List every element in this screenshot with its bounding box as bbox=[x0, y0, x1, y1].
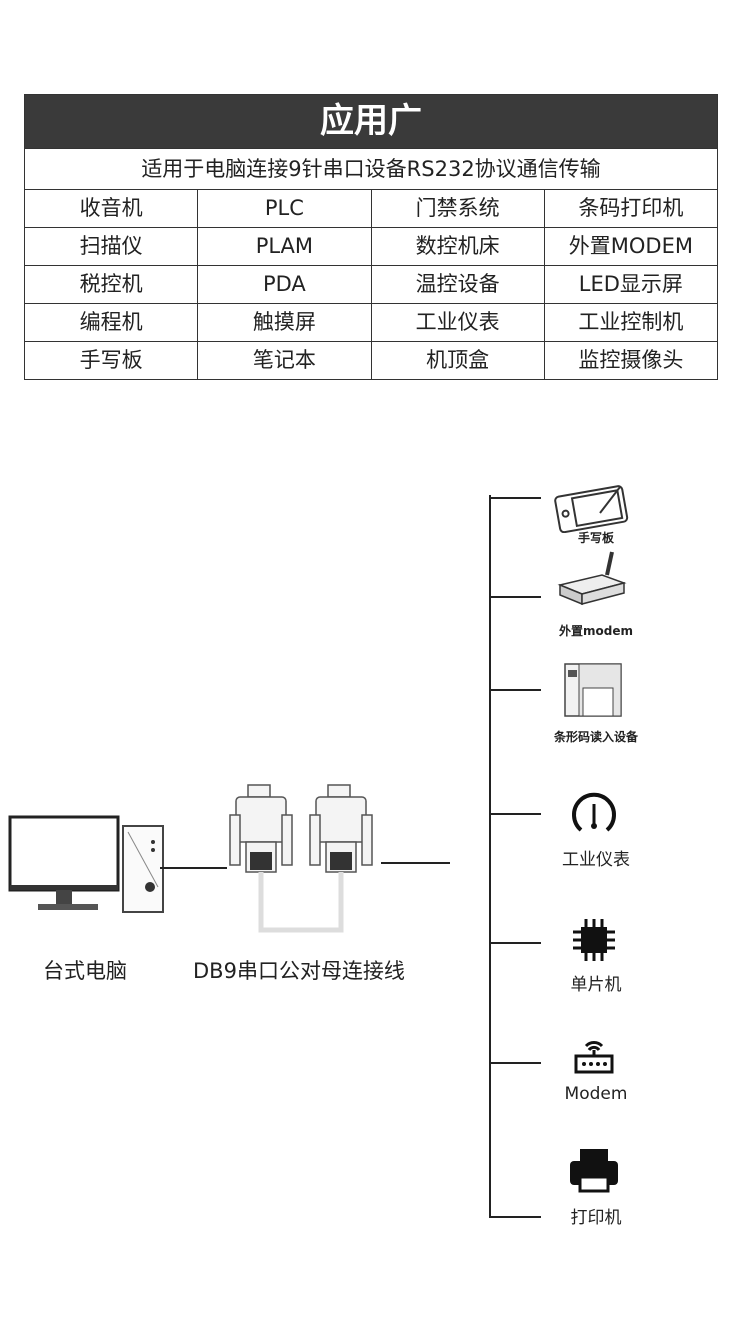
table-subtitle: 适用于电脑连接9针串口设备RS232协议通信传输 bbox=[25, 148, 717, 189]
device-label: 外置modem bbox=[559, 624, 633, 638]
table-cell: 收音机 bbox=[79, 196, 143, 220]
table-cell: 数控机床 bbox=[370, 228, 544, 265]
cable-label: DB9串口公对母连接线 bbox=[193, 959, 405, 983]
table-cell: 机顶盒 bbox=[370, 342, 544, 379]
device-item: 单片机 bbox=[526, 970, 666, 995]
device-label: 手写板 bbox=[577, 531, 614, 545]
table-cell: 工业仪表 bbox=[370, 304, 544, 341]
device-label: 打印机 bbox=[570, 1208, 622, 1228]
router-icon bbox=[524, 1030, 664, 1084]
connector-line bbox=[489, 1062, 541, 1064]
desktop-computer-icon bbox=[8, 815, 164, 913]
device-item: Modem bbox=[526, 1084, 666, 1104]
table-cell: 工业控制机 bbox=[543, 304, 717, 341]
device-item: 外置modem bbox=[526, 620, 666, 639]
pc-label: 台式电脑 bbox=[43, 959, 127, 983]
table-row: 手写板 笔记本机顶盒监控摄像头 bbox=[25, 341, 717, 379]
connector-line bbox=[489, 1216, 541, 1218]
table-cell: 税控机 bbox=[79, 272, 143, 296]
device-item: 工业仪表 bbox=[526, 845, 666, 870]
connector-line bbox=[489, 813, 541, 815]
table-cell: LED显示屏 bbox=[543, 266, 717, 303]
device-item: 条形码读入设备 bbox=[526, 726, 666, 745]
device-label: Modem bbox=[564, 1084, 628, 1104]
connector-line bbox=[489, 689, 541, 691]
connector-line bbox=[381, 862, 450, 864]
device-item: 打印机 bbox=[526, 1203, 666, 1228]
chip-icon bbox=[524, 915, 664, 969]
table-cell: 编程机 bbox=[79, 310, 143, 334]
device-label: 工业仪表 bbox=[562, 850, 630, 870]
connector-line bbox=[160, 867, 227, 869]
gauge-icon bbox=[524, 788, 664, 842]
table-cell: 手写板 bbox=[79, 348, 143, 372]
db9-cable-icon bbox=[229, 784, 373, 933]
table-cell: PDA bbox=[197, 266, 370, 303]
device-item: 手写板 bbox=[526, 527, 666, 546]
connector-line bbox=[489, 942, 541, 944]
printer-icon bbox=[524, 1145, 664, 1199]
table-title: 应用广 bbox=[25, 95, 717, 148]
device-label: 条形码读入设备 bbox=[553, 730, 638, 744]
table-cell: 条码打印机 bbox=[543, 190, 717, 227]
table-cell: 门禁系统 bbox=[370, 190, 544, 227]
table-cell: PLC bbox=[197, 190, 370, 227]
connector-line bbox=[489, 596, 541, 598]
barcode-printer-icon bbox=[522, 660, 662, 724]
table-cell: 扫描仪 bbox=[79, 234, 143, 258]
table-cell: 外置MODEM bbox=[543, 228, 717, 265]
table-cell: PLAM bbox=[197, 228, 370, 265]
device-label: 单片机 bbox=[570, 975, 622, 995]
tablet-icon bbox=[522, 483, 662, 537]
table-row: 编程机 触摸屏工业仪表工业控制机 bbox=[25, 303, 717, 341]
table-cell: 笔记本 bbox=[197, 342, 370, 379]
modem-box-icon bbox=[522, 550, 662, 614]
table-cell: 触摸屏 bbox=[197, 304, 370, 341]
connector-line bbox=[489, 497, 541, 499]
table-cell: 监控摄像头 bbox=[543, 342, 717, 379]
bus-line bbox=[489, 495, 491, 1218]
table-cell: 温控设备 bbox=[370, 266, 544, 303]
